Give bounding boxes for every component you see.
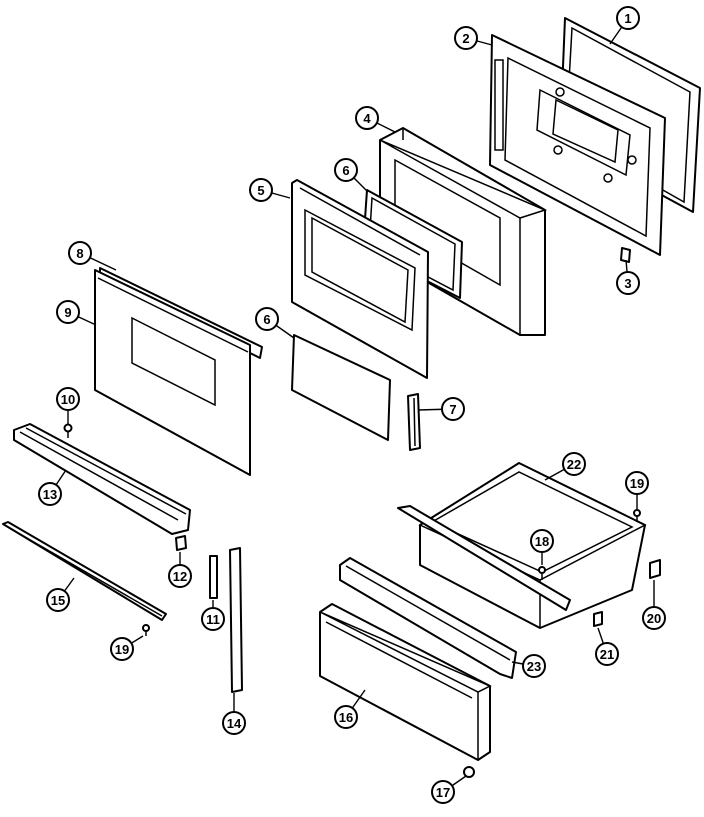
callout-5: 5 xyxy=(249,178,273,202)
callout-19-left: 19 xyxy=(110,637,134,661)
callout-6-lower-label: 6 xyxy=(263,312,270,327)
callout-3-label: 3 xyxy=(624,276,631,291)
callout-13: 13 xyxy=(38,482,62,506)
callout-20: 20 xyxy=(642,606,666,630)
callout-13-label: 13 xyxy=(43,487,57,502)
screw-19-right xyxy=(633,509,641,522)
drawer-rail xyxy=(339,557,517,679)
callout-14: 14 xyxy=(222,711,246,735)
lower-bar xyxy=(2,521,167,621)
inner-door-panel xyxy=(291,179,429,379)
screw-19-left xyxy=(142,624,150,636)
oven-front-frame xyxy=(489,34,666,256)
callout-11-label: 11 xyxy=(206,612,220,627)
drawer-front-panel xyxy=(319,603,492,761)
callout-14-label: 14 xyxy=(227,716,242,731)
callout-1-label: 1 xyxy=(624,11,631,26)
callout-21: 21 xyxy=(595,642,619,666)
callout-3: 3 xyxy=(616,271,640,295)
callout-7: 7 xyxy=(441,397,465,421)
glass-panel-lower xyxy=(291,334,391,441)
callout-15-label: 15 xyxy=(51,593,65,608)
callout-23: 23 xyxy=(522,654,546,678)
callout-8: 8 xyxy=(68,241,92,265)
callout-22: 22 xyxy=(562,452,586,476)
callout-12: 12 xyxy=(168,564,192,588)
callout-16-label: 16 xyxy=(339,710,353,725)
storage-drawer xyxy=(397,462,647,629)
callout-18: 18 xyxy=(530,529,554,553)
screw-10 xyxy=(63,423,73,438)
callout-22-label: 22 xyxy=(567,457,581,472)
callout-8-label: 8 xyxy=(76,246,83,261)
frame-clip xyxy=(620,247,631,263)
callout-17: 17 xyxy=(431,780,455,804)
callout-4-label: 4 xyxy=(363,111,371,126)
callout-6-upper-label: 6 xyxy=(342,163,349,178)
callout-2-label: 2 xyxy=(462,31,469,46)
callout-16: 16 xyxy=(334,705,358,729)
callout-18-label: 18 xyxy=(535,534,549,549)
callout-21-label: 21 xyxy=(600,647,614,662)
callout-1: 1 xyxy=(616,6,640,30)
small-strip xyxy=(209,555,218,599)
callout-2: 2 xyxy=(454,26,478,50)
handle-clip xyxy=(175,535,187,551)
callout-4: 4 xyxy=(355,106,379,130)
callout-5-label: 5 xyxy=(257,183,264,198)
callout-11: 11 xyxy=(201,607,225,631)
callout-19-right: 19 xyxy=(625,471,649,495)
callout-9: 9 xyxy=(56,300,80,324)
drawer-clip xyxy=(649,559,661,579)
small-clip xyxy=(593,611,603,627)
callout-10-label: 10 xyxy=(61,392,75,407)
door-side-bracket xyxy=(407,393,421,451)
callout-6-upper: 6 xyxy=(334,158,358,182)
screw-17 xyxy=(463,766,475,778)
callout-9-label: 9 xyxy=(64,305,71,320)
callout-15: 15 xyxy=(46,588,70,612)
callout-17-label: 17 xyxy=(436,785,450,800)
callout-10: 10 xyxy=(56,387,80,411)
callout-7-label: 7 xyxy=(449,402,456,417)
callout-23-label: 23 xyxy=(527,659,541,674)
screw-18 xyxy=(538,566,546,580)
door-handle-rail xyxy=(13,423,191,535)
tall-strip xyxy=(229,547,243,693)
callout-19-left-label: 19 xyxy=(115,642,129,657)
callout-6-lower: 6 xyxy=(255,307,279,331)
outer-door-panel xyxy=(94,269,251,476)
callout-19-right-label: 19 xyxy=(630,476,644,491)
callout-12-label: 12 xyxy=(173,569,187,584)
callout-20-label: 20 xyxy=(647,611,661,626)
